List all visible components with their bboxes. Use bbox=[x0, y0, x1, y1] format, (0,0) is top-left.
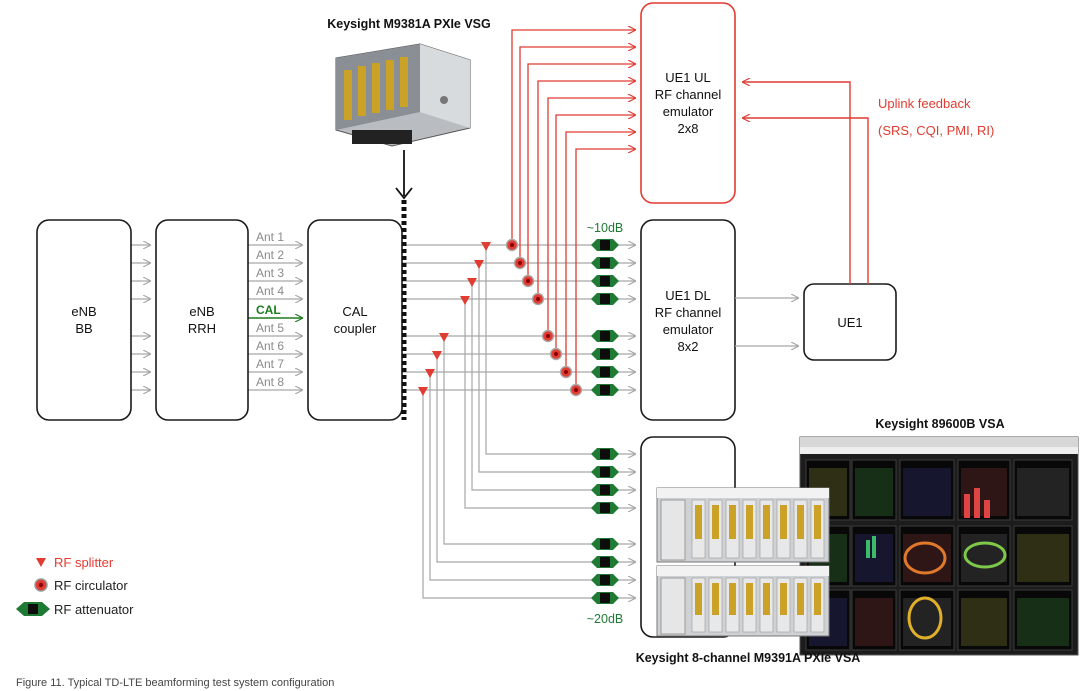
vsa-tap-link bbox=[429, 372, 635, 580]
vsa-tap-link bbox=[471, 281, 635, 490]
ue1-dl-label-1: UE1 DL bbox=[665, 288, 711, 303]
antenna-label: Ant 2 bbox=[256, 248, 284, 262]
antenna-label: Ant 1 bbox=[256, 230, 284, 244]
ue1-ul-block: UE1 UL RF channel emulator 2x8 bbox=[640, 2, 736, 204]
atten-bottom-label: ~20dB bbox=[587, 612, 624, 626]
enb-bb-block: eNB BB bbox=[36, 219, 132, 421]
uplink-line bbox=[511, 30, 635, 245]
uplink-line bbox=[575, 149, 635, 390]
antenna-label: Ant 7 bbox=[256, 357, 284, 371]
ue1-ul-label-4: 2x8 bbox=[678, 121, 699, 136]
cal-label: CAL bbox=[256, 303, 281, 317]
legend-circulator-label: RF circulator bbox=[54, 578, 128, 593]
splitter-icon bbox=[425, 369, 435, 378]
cal-coupler-label-2: coupler bbox=[334, 321, 377, 336]
vsg-feed-arrow bbox=[395, 187, 413, 200]
antenna-label: Ant 6 bbox=[256, 339, 284, 353]
splitter-icon bbox=[467, 278, 477, 287]
ue1-ul-label-1: UE1 UL bbox=[665, 70, 711, 85]
ue1-dl-label-2: RF channel bbox=[655, 305, 722, 320]
uplink-feedback-detail: (SRS, CQI, PMI, RI) bbox=[878, 123, 994, 138]
antenna-label: Ant 8 bbox=[256, 375, 284, 389]
legend: RF splitter RF circulator RF attenuator bbox=[16, 555, 134, 617]
pxi-vsa-title: Keysight 8-channel M9391A PXIe VSA bbox=[636, 651, 861, 665]
ue1-dl-block: UE1 DL RF channel emulator 8x2 bbox=[640, 219, 736, 421]
legend-attenuator-label: RF attenuator bbox=[54, 602, 134, 617]
uplink-feedback-paths bbox=[735, 82, 869, 346]
vsa-tap-link bbox=[478, 263, 635, 472]
legend-item-attenuator: RF attenuator bbox=[16, 602, 134, 617]
vsa-software-image bbox=[799, 436, 1079, 656]
uplink-line bbox=[547, 98, 635, 336]
uplink-line bbox=[537, 81, 635, 299]
ue1-ul-label-3: emulator bbox=[663, 104, 714, 119]
splitter-icon bbox=[439, 333, 449, 342]
vsa-tap-link bbox=[485, 245, 635, 454]
enb-bb-label-2: BB bbox=[75, 321, 92, 336]
antenna-label: Ant 4 bbox=[256, 284, 284, 298]
vsa-tap-link bbox=[443, 336, 635, 544]
vsa-tap-link bbox=[464, 299, 635, 508]
uplink-feedback-label: Uplink feedback bbox=[878, 96, 971, 111]
enb-rrh-block: eNB RRH bbox=[155, 219, 249, 421]
ue1-dl-label-3: emulator bbox=[663, 322, 714, 337]
cal-coupler-block: CAL coupler bbox=[307, 219, 403, 421]
vsa-title: Keysight 89600B VSA bbox=[875, 417, 1004, 431]
ue1-label: UE1 bbox=[837, 315, 862, 330]
legend-splitter-label: RF splitter bbox=[54, 555, 114, 570]
splitter-icon bbox=[36, 558, 46, 567]
pxi-vsa-image bbox=[656, 487, 830, 637]
vsg-title: Keysight M9381A PXIe VSG bbox=[327, 17, 491, 31]
antenna-label: Ant 5 bbox=[256, 321, 284, 335]
vsa-tap-link bbox=[422, 390, 635, 598]
enb-rrh-label-2: RRH bbox=[188, 321, 216, 336]
uplink-line bbox=[527, 64, 635, 281]
figure-caption: Figure 11. Typical TD-LTE beamforming te… bbox=[16, 677, 334, 689]
cal-coupler-label-1: CAL bbox=[342, 304, 367, 319]
splitter-icon bbox=[418, 387, 428, 396]
antenna-label: Ant 3 bbox=[256, 266, 284, 280]
uplink-line bbox=[519, 47, 635, 263]
enb-bb-label-1: eNB bbox=[71, 304, 96, 319]
splitter-icon bbox=[481, 242, 491, 251]
uplink-line bbox=[555, 115, 635, 354]
splitter-icon bbox=[432, 351, 442, 360]
vsg-instrument-image bbox=[335, 43, 471, 147]
legend-item-splitter: RF splitter bbox=[36, 555, 114, 570]
enb-rrh-label-1: eNB bbox=[189, 304, 214, 319]
uplink-line bbox=[565, 132, 635, 372]
atten-top-label: ~10dB bbox=[587, 221, 624, 235]
ue1-block: UE1 bbox=[803, 283, 897, 361]
vsa-tap-link bbox=[436, 354, 635, 562]
ue1-dl-label-4: 8x2 bbox=[678, 339, 699, 354]
legend-item-circulator: RF circulator bbox=[34, 578, 128, 593]
ue1-ul-label-2: RF channel bbox=[655, 87, 722, 102]
splitter-icon bbox=[474, 260, 484, 269]
splitter-icon bbox=[460, 296, 470, 305]
